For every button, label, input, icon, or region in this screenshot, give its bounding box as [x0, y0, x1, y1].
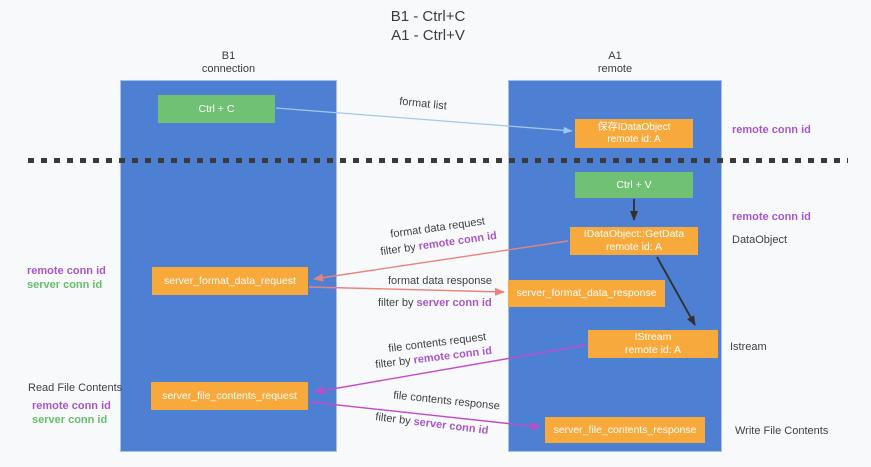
server-format-data-request-label: server_format_data_request — [164, 274, 296, 287]
left-column-header: B1 connection — [120, 50, 337, 76]
server-file-contents-response-box: server_file_contents_response — [545, 417, 705, 443]
left-column-role: connection — [201, 63, 256, 75]
istream-line2: remote id: A — [624, 344, 682, 356]
server-conn-id-text: server conn id — [416, 297, 492, 309]
server-format-data-response-label: server_format_data_response — [516, 287, 657, 299]
filter-by-text: filter by — [378, 297, 414, 309]
server-file-contents-request-box: server_file_contents_request — [151, 382, 308, 410]
filter-by-text: filter by — [374, 354, 412, 372]
right-column-role: remote — [597, 63, 633, 75]
istream-line1: IStream — [634, 331, 672, 343]
save-dataobject-line1: 保存IDataObject — [597, 121, 671, 133]
title-line-1: B1 - Ctrl+C — [390, 8, 466, 25]
right-remote-conn-id-mid: remote conn id — [732, 211, 811, 223]
istream-annotation: Istream — [730, 341, 767, 353]
right-column-name: A1 — [608, 50, 622, 62]
arrow-format-data-response — [308, 286, 505, 296]
getdata-line2: remote id: A — [605, 241, 663, 253]
server-file-contents-response-label: server_file_contents_response — [553, 423, 697, 436]
left-server-conn-id-mid: server conn id — [27, 279, 103, 291]
filter-by-text: filter by — [374, 411, 412, 428]
getdata-box: IDataObject::GetData remote id: A — [570, 227, 698, 255]
ctrl-v-label: Ctrl + V — [616, 178, 652, 191]
write-file-contents-annotation: Write File Contents — [735, 425, 829, 437]
istream-box: IStream remote id: A — [588, 330, 718, 358]
title-line-2: A1 - Ctrl+V — [391, 27, 465, 44]
save-dataobject-line2: remote id: A — [607, 133, 661, 145]
label-format-list: format list — [398, 95, 448, 113]
label-format-data-response: format data response — [388, 275, 492, 287]
right-remote-conn-id-top: remote conn id — [732, 124, 811, 136]
diagram-title: B1 - Ctrl+C A1 - Ctrl+V — [0, 7, 856, 45]
right-column-header: A1 remote — [508, 50, 722, 76]
ctrl-c-box: Ctrl + C — [158, 95, 275, 123]
left-remote-conn-id-mid: remote conn id — [27, 265, 106, 277]
ctrl-v-box: Ctrl + V — [575, 172, 693, 198]
filter-by-text: filter by — [379, 241, 417, 259]
left-column-name: B1 — [221, 50, 236, 62]
left-remote-conn-id-bottom: remote conn id — [32, 400, 111, 412]
ctrl-c-label: Ctrl + C — [198, 102, 235, 115]
read-file-contents-annotation: Read File Contents — [28, 382, 123, 394]
server-format-data-response-box: server_format_data_response — [508, 280, 665, 307]
server-conn-id-text: server conn id — [412, 415, 489, 437]
label-file-contents-response: file contents response — [392, 389, 501, 413]
server-format-data-request-box: server_format_data_request — [152, 267, 308, 295]
dashed-separator — [28, 158, 848, 163]
server-file-contents-request-label: server_file_contents_request — [162, 389, 297, 402]
left-server-conn-id-bottom: server conn id — [32, 414, 108, 426]
getdata-line1: IDataObject::GetData — [583, 228, 685, 240]
dataobject-annotation: DataObject — [732, 234, 788, 246]
save-dataobject-box: 保存IDataObject remote id: A — [575, 119, 693, 148]
